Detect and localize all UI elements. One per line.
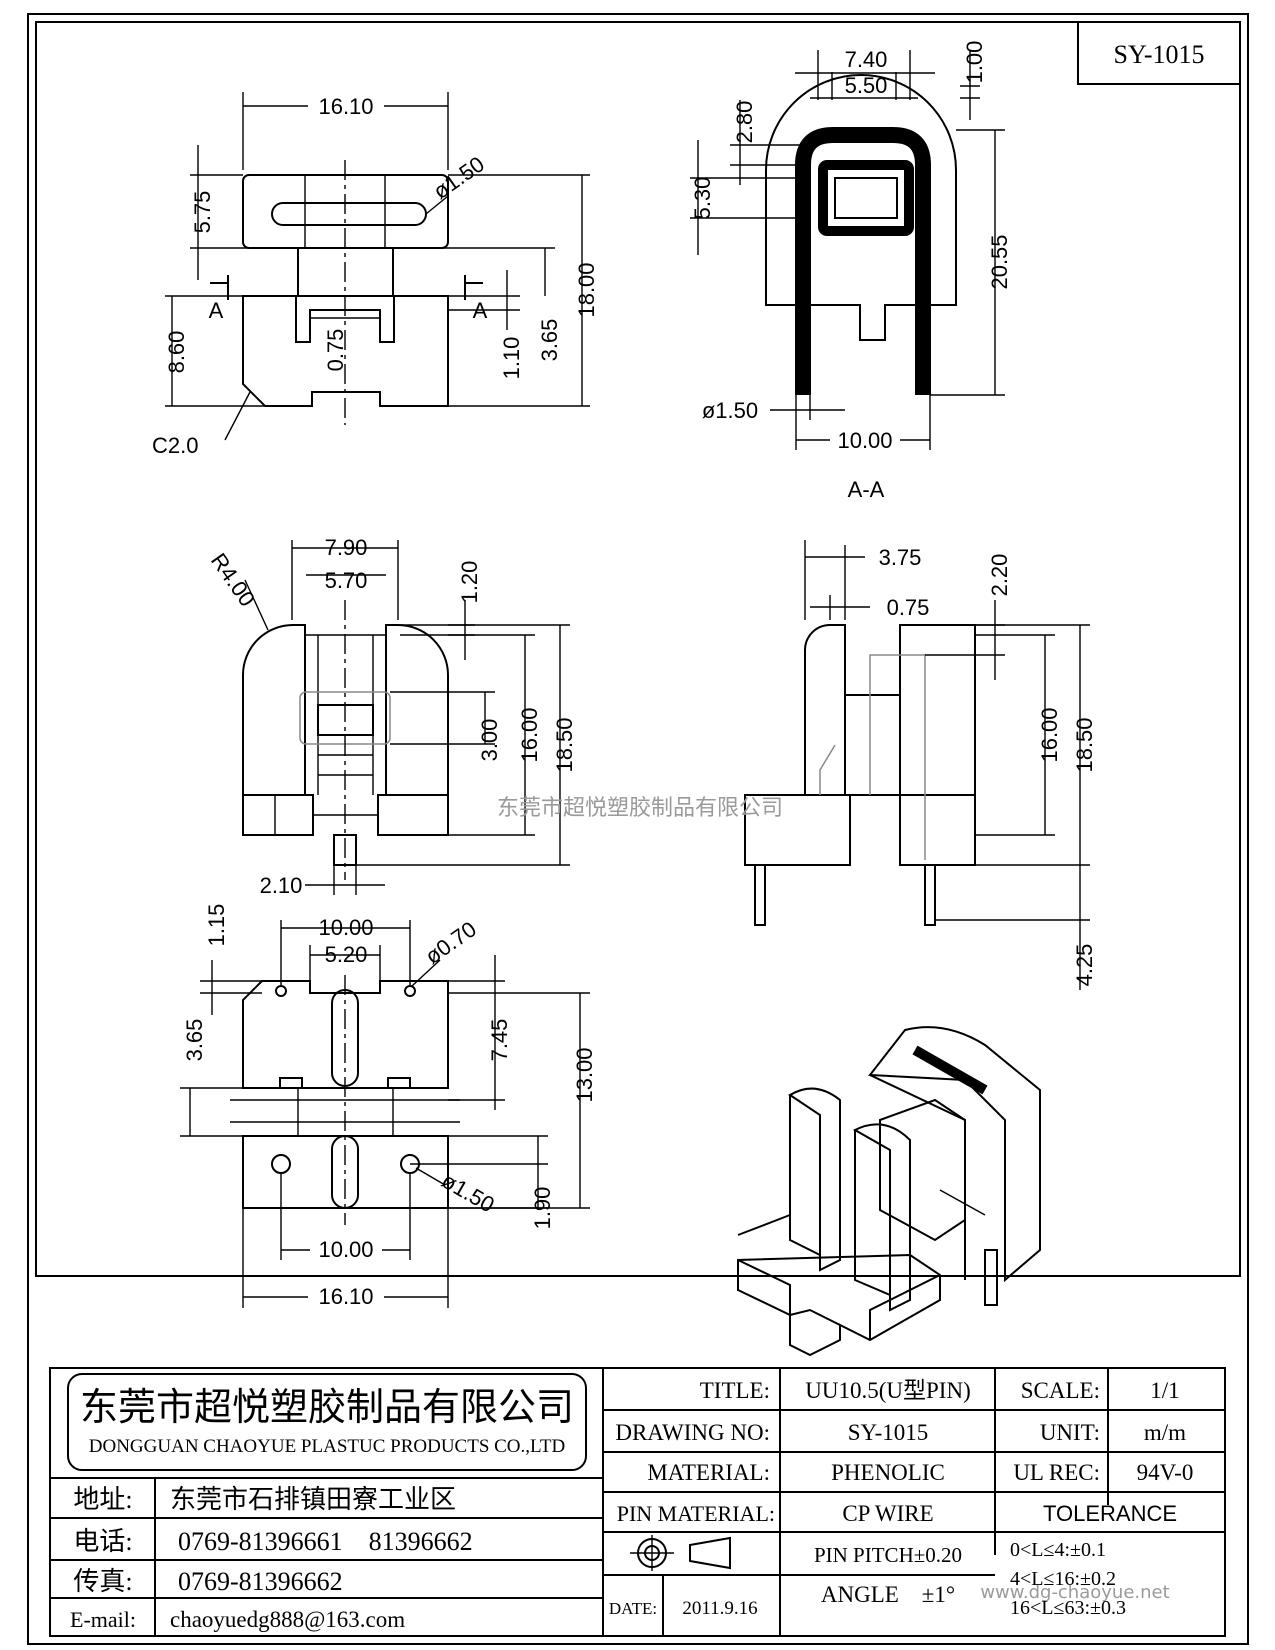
drawing-no-label: DRAWING NO: bbox=[615, 1420, 770, 1445]
tolerance-1: 0<L≤4:±0.1 bbox=[1010, 1539, 1106, 1561]
pin-pitch: PIN PITCH±0.20 bbox=[814, 1543, 962, 1567]
material-label: MATERIAL: bbox=[647, 1460, 770, 1485]
dim-aa-3: 1.00 bbox=[962, 41, 987, 84]
tolerance-2: 4<L≤16:±0.2 bbox=[1010, 1568, 1116, 1590]
section-mark-left: A bbox=[209, 298, 224, 323]
fax-value: 0769-81396662 bbox=[178, 1567, 343, 1596]
ul-rec-label: UL REC: bbox=[1013, 1460, 1100, 1485]
dim-mid-right-3: 2.20 bbox=[987, 554, 1012, 597]
dim-top-left-1: 5.75 bbox=[190, 191, 215, 234]
dim-top-left-6: 0.75 bbox=[323, 329, 348, 372]
angle-tolerance: ANGLE ±1° bbox=[821, 1582, 955, 1607]
dim-bottom-left-1: 1.15 bbox=[204, 904, 229, 947]
tolerance-label: TOLERANCE bbox=[1043, 1501, 1177, 1526]
dim-top-left-5: 1.10 bbox=[499, 337, 524, 380]
dim-mid-left-radius: R4.00 bbox=[206, 549, 260, 611]
section-label: A-A bbox=[848, 477, 885, 502]
dim-mid-left-5: 16.00 bbox=[517, 707, 542, 762]
dim-aa-pin: ø1.50 bbox=[702, 398, 758, 423]
pin-material-value: CP WIRE bbox=[842, 1501, 933, 1526]
unit-value: m/m bbox=[1144, 1420, 1186, 1445]
dim-top-left-3: 18.00 bbox=[574, 262, 599, 317]
dim-bottom-left-6: 13.00 bbox=[572, 1047, 597, 1102]
unit-label: UNIT: bbox=[1040, 1420, 1100, 1445]
dim-mid-left-1: 7.90 bbox=[325, 535, 368, 560]
view-mid-right: 3.75 0.75 2.20 16.00 18.50 4.25 bbox=[744, 540, 1097, 990]
dim-aa-4: 2.80 bbox=[732, 101, 757, 144]
dim-top-left-chamfer: C2.0 bbox=[152, 433, 198, 458]
dim-bottom-left-8: 10.00 bbox=[318, 1237, 373, 1262]
material-value: PHENOLIC bbox=[831, 1460, 945, 1485]
phone-label: 电话: bbox=[73, 1527, 132, 1556]
dim-aa-6: 20.55 bbox=[987, 234, 1012, 289]
scale-value: 1/1 bbox=[1150, 1378, 1179, 1403]
view-mid-left: 7.90 5.70 1.20 3.00 16.00 18.50 2.10 R4.… bbox=[206, 535, 577, 898]
dim-aa-pitch: 10.00 bbox=[837, 428, 892, 453]
dim-bottom-left-4: 3.65 bbox=[182, 1019, 207, 1062]
dim-bottom-left-2: 10.00 bbox=[318, 915, 373, 940]
view-isometric bbox=[737, 1026, 1041, 1357]
address-value: 东莞市石排镇田寮工业区 bbox=[170, 1485, 456, 1514]
title-block bbox=[49, 1367, 1226, 1637]
address-label: 地址: bbox=[73, 1485, 132, 1514]
view-top-left: 16.10 5.75 8.60 A A 18.00 3.65 1.10 0.75… bbox=[152, 92, 599, 458]
dim-mid-left-6: 18.50 bbox=[552, 717, 577, 772]
dim-bottom-left-hole-big: ø1.50 bbox=[438, 1168, 499, 1218]
tolerance-3: 16<L≤63:±0.3 bbox=[1010, 1597, 1126, 1619]
drawing-no-box bbox=[1077, 21, 1241, 85]
watermark-company: 东莞市超悦塑胶制品有限公司 bbox=[497, 796, 783, 821]
projection-symbol-icon bbox=[630, 1535, 731, 1571]
pin-material-label: PIN MATERIAL: bbox=[617, 1501, 775, 1526]
drawing-area-frame bbox=[35, 21, 1241, 1277]
dim-aa-5: 5.30 bbox=[690, 177, 715, 220]
dim-mid-left-4: 3.00 bbox=[477, 719, 502, 762]
view-section-aa: 7.40 5.50 1.00 2.80 5.30 20.55 ø1.50 10.… bbox=[690, 41, 1012, 502]
dim-top-left-2: 8.60 bbox=[164, 331, 189, 374]
dim-top-left-hole: ø1.50 bbox=[429, 151, 489, 204]
dim-aa-1: 7.40 bbox=[845, 47, 888, 72]
view-bottom-left: 10.00 5.20 1.15 3.65 7.45 1.90 13.00 ø0.… bbox=[180, 904, 597, 1309]
date-value: 2011.9.16 bbox=[682, 1598, 757, 1619]
dim-bottom-left-9: 16.10 bbox=[318, 1284, 373, 1309]
drawing-no-value: SY-1015 bbox=[848, 1420, 929, 1445]
date-label: DATE: bbox=[609, 1599, 657, 1618]
dim-aa-2: 5.50 bbox=[845, 73, 888, 98]
company-name-en: DONGGUAN CHAOYUE PLASTUC PRODUCTS CO.,LT… bbox=[89, 1436, 565, 1457]
dim-bottom-left-3: 5.20 bbox=[325, 942, 368, 967]
dim-mid-left-7: 2.10 bbox=[260, 873, 303, 898]
title-label: TITLE: bbox=[700, 1378, 770, 1403]
dim-bottom-left-5: 7.45 bbox=[487, 1019, 512, 1062]
drawing-no-box-text: SY-1015 bbox=[1113, 40, 1204, 69]
dim-mid-right-4: 16.00 bbox=[1037, 707, 1062, 762]
title-value: UU10.5(U型PIN) bbox=[805, 1378, 970, 1403]
dim-top-left-4: 3.65 bbox=[537, 319, 562, 362]
phone-value: 0769-81396661 81396662 bbox=[178, 1527, 473, 1556]
dim-mid-right-5: 18.50 bbox=[1072, 717, 1097, 772]
dim-top-left-width: 16.10 bbox=[318, 94, 373, 119]
email-label: E-mail: bbox=[70, 1607, 136, 1632]
dim-mid-left-3: 1.20 bbox=[457, 561, 482, 604]
ul-rec-value: 94V-0 bbox=[1137, 1460, 1194, 1485]
fax-label: 传真: bbox=[73, 1567, 132, 1596]
watermark-url: www.dg-chaoyue.net bbox=[980, 1582, 1169, 1603]
dim-mid-left-2: 5.70 bbox=[325, 568, 368, 593]
dim-mid-right-2: 0.75 bbox=[887, 595, 930, 620]
email-value: chaoyuedg888@163.com bbox=[170, 1607, 405, 1632]
dim-mid-right-6: 4.25 bbox=[1072, 944, 1097, 987]
company-name-cn: 东莞市超悦塑胶制品有限公司 bbox=[80, 1387, 574, 1429]
dim-bottom-left-hole-small: ø0.70 bbox=[421, 916, 481, 969]
dim-mid-right-1: 3.75 bbox=[879, 545, 922, 570]
scale-label: SCALE: bbox=[1021, 1378, 1100, 1403]
outer-frame bbox=[27, 13, 1249, 1645]
